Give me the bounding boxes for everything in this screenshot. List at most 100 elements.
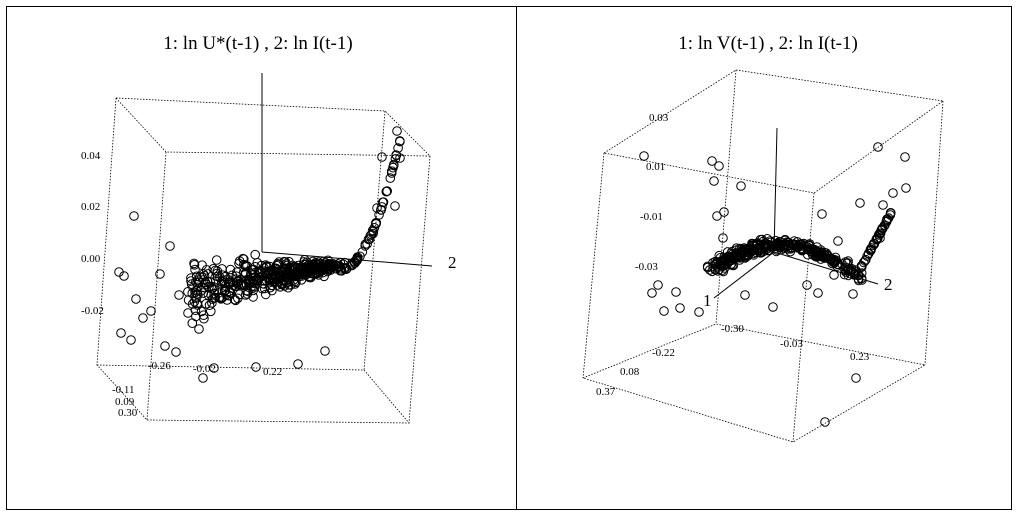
scatter-point — [171, 347, 181, 357]
scatter-point — [765, 237, 776, 248]
scatter-point — [257, 283, 268, 294]
scatter-point — [199, 282, 209, 293]
scatter-point — [386, 168, 397, 178]
scatter-point — [227, 270, 237, 281]
scatter-point — [739, 251, 749, 261]
scatter-point — [377, 197, 388, 208]
scatter-point — [266, 265, 277, 275]
right-3d-scatter-plot: 1: ln V(t-1) , 2: ln I(t-1) 1 2 0.03 0.0… — [581, 33, 945, 443]
scatter-point — [901, 183, 911, 193]
scatter-point — [266, 270, 277, 281]
left-z-tick: -0.02 — [81, 305, 104, 317]
scatter-point — [827, 258, 838, 269]
scatter-point — [792, 237, 803, 247]
scatter-point — [804, 241, 814, 251]
scatter-point — [820, 417, 830, 427]
scatter-point — [717, 265, 728, 276]
left-axis-2-tick: -0.26 — [148, 360, 171, 372]
scatter-point — [671, 287, 681, 297]
scatter-point — [160, 341, 170, 351]
scatter-point — [675, 303, 685, 313]
scatter-point — [877, 223, 888, 234]
scatter-point — [187, 299, 198, 309]
right-axis-1-tick: 0.37 — [596, 386, 616, 398]
scatter-point — [778, 241, 789, 252]
scatter-point — [371, 218, 382, 228]
scatter-point — [390, 201, 400, 211]
scatter-point — [209, 363, 219, 373]
scatter-point — [194, 277, 205, 287]
left-axis-1-tick: 0.30 — [118, 407, 138, 419]
scatter-point — [228, 277, 238, 288]
scatter-point — [257, 278, 268, 289]
scatter-point — [251, 362, 261, 372]
scatter-point — [817, 209, 827, 219]
scatter-point — [853, 274, 864, 284]
scatter-point — [193, 275, 203, 286]
scatter-point — [282, 260, 292, 271]
scatter-point — [243, 276, 253, 287]
scatter-point — [267, 280, 278, 291]
scatter-point — [368, 228, 378, 239]
scatter-point — [709, 176, 719, 186]
scatter-point — [192, 282, 203, 293]
scatter-point — [187, 318, 198, 329]
scatter-point — [196, 306, 207, 317]
scatter-point — [190, 264, 200, 275]
right-z-tick: -0.03 — [635, 261, 658, 273]
scatter-point — [712, 211, 722, 221]
scatter-point — [393, 143, 403, 153]
scatter-point — [129, 211, 139, 221]
scatter-point — [276, 265, 287, 276]
scatter-point — [848, 289, 858, 299]
scatter-point — [119, 271, 129, 281]
scatter-point — [813, 288, 823, 298]
scatter-point — [234, 289, 245, 300]
scatter-point — [840, 257, 851, 267]
scatter-point — [812, 248, 823, 258]
right-axis-2-tick: 0.23 — [850, 351, 870, 363]
scatter-point — [694, 307, 704, 317]
left-z-tick: 0.02 — [81, 201, 100, 213]
scatter-point — [888, 188, 898, 198]
scatter-point — [369, 223, 380, 233]
scatter-point — [250, 249, 260, 260]
scatter-point — [220, 272, 230, 282]
right-axis-1-tick: 0.08 — [620, 366, 640, 378]
scatter-point — [833, 236, 843, 246]
right-axis-1-tick: -0.22 — [652, 347, 675, 359]
scatter-point — [138, 313, 148, 323]
scatter-point — [165, 241, 175, 251]
scatter-point — [243, 286, 253, 297]
scatter-point — [714, 161, 724, 171]
scatter-point — [842, 264, 853, 275]
scatter-point — [116, 328, 126, 338]
scatter-point — [752, 239, 762, 250]
right-z-axis-line — [773, 127, 778, 253]
scatter-point — [872, 235, 882, 245]
left-axis-lines — [261, 73, 433, 267]
scatter-point — [707, 156, 717, 166]
scatter-point — [212, 266, 223, 276]
right-scatter-points — [639, 142, 911, 427]
scatter-point — [385, 173, 396, 183]
scatter-point — [757, 234, 767, 245]
scatter-point — [351, 254, 362, 265]
right-z-tick: 0.01 — [646, 161, 665, 173]
scatter-point — [323, 265, 334, 275]
scatter-point — [126, 335, 136, 345]
scatter-point — [856, 262, 867, 272]
scatter-point — [198, 373, 208, 383]
scatter-point — [719, 207, 729, 217]
scatter-point — [362, 239, 372, 249]
scatter-point — [395, 153, 405, 163]
scatter-point — [320, 259, 331, 270]
scatter-point — [878, 200, 888, 210]
scatter-point — [653, 280, 663, 290]
scatter-point — [240, 260, 250, 271]
scatter-point — [711, 260, 721, 270]
scatter-point — [719, 255, 729, 266]
right-axis-2-tick: -0.30 — [721, 323, 744, 335]
scatter-point — [189, 260, 200, 270]
scatter-point — [215, 272, 225, 283]
